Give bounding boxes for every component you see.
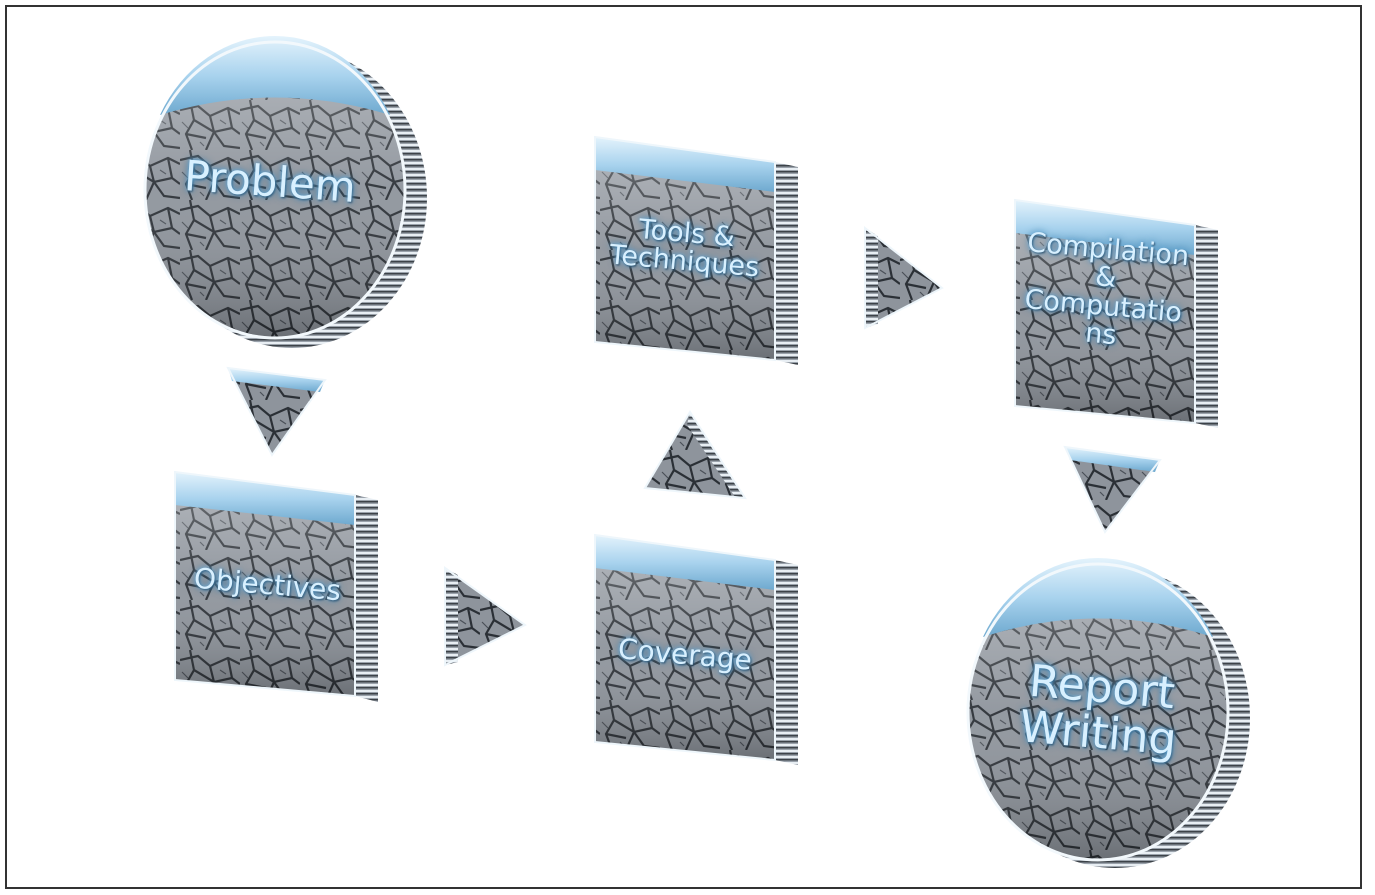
report-writing-node (968, 558, 1250, 868)
arrow-coverage-to-tools (645, 412, 745, 498)
compilation-computations-node (1015, 200, 1218, 428)
coverage-node (595, 535, 798, 765)
arrow-objectives-to-coverage (445, 568, 525, 665)
arrow-compilation-to-report (1065, 447, 1160, 532)
problem-node (145, 36, 427, 348)
tools-techniques-node (595, 137, 798, 365)
arrow-tools-to-compilation (865, 228, 942, 328)
objectives-node (175, 472, 378, 702)
arrow-problem-to-objectives (228, 368, 325, 455)
